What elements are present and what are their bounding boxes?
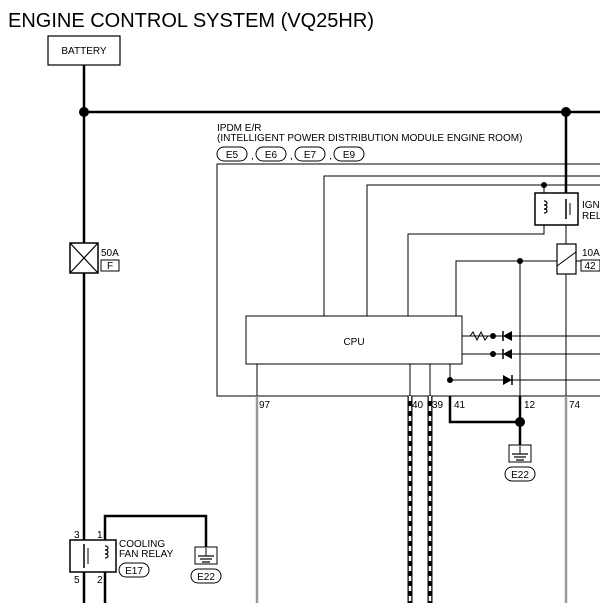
battery-label: BATTERY bbox=[61, 46, 107, 57]
pin-number: 74 bbox=[569, 400, 581, 411]
ipdm-connector: E7 bbox=[304, 150, 317, 161]
resistor-symbol bbox=[469, 330, 489, 342]
fuse-10a-rating: 10A bbox=[582, 248, 600, 259]
ign-relay-label: REL bbox=[582, 211, 600, 222]
relay-pin: 5 bbox=[74, 575, 80, 586]
ground-icon bbox=[508, 444, 532, 463]
relay-label: FAN RELAY bbox=[119, 549, 174, 560]
diode-symbol bbox=[503, 375, 513, 385]
pin-number: 40 bbox=[412, 400, 424, 411]
pin-number: 39 bbox=[432, 400, 444, 411]
ign-relay bbox=[534, 192, 579, 226]
shielded-pair bbox=[407, 396, 433, 603]
pin-number: 41 bbox=[454, 400, 466, 411]
relay-pin: 1 bbox=[97, 530, 103, 541]
svg-text:,: , bbox=[251, 151, 254, 162]
fuse-50a bbox=[69, 242, 99, 274]
relay-coil-wire bbox=[103, 514, 208, 548]
diode-symbol bbox=[502, 331, 512, 341]
ipdm-subtitle: (INTELLIGENT POWER DISTRIBUTION MODULE E… bbox=[217, 133, 522, 144]
ipdm-connector: E6 bbox=[265, 150, 278, 161]
relay-pin: 2 bbox=[97, 575, 103, 586]
page-title: ENGINE CONTROL SYSTEM (VQ25HR) bbox=[8, 10, 374, 32]
gray-harness-wires bbox=[255, 396, 568, 603]
fuse-50a-rating: 50A bbox=[101, 248, 119, 259]
fuse-50a-code: F bbox=[107, 261, 113, 272]
ipdm-connector: E9 bbox=[343, 150, 356, 161]
cpu-block: CPU bbox=[245, 315, 463, 365]
ground-wire bbox=[448, 396, 520, 424]
battery-block: BATTERY bbox=[47, 35, 121, 66]
pin-number: 97 bbox=[259, 400, 271, 411]
cooling-fan-relay bbox=[69, 539, 117, 573]
ign-relay-label: IGN bbox=[582, 200, 600, 211]
fuse-10a-number: 42 bbox=[584, 261, 596, 272]
ipdm-title: IPDM E/R bbox=[217, 123, 261, 134]
pin-number: 12 bbox=[524, 400, 536, 411]
svg-text:,: , bbox=[329, 151, 332, 162]
ipdm-connector-list: E5 , E6 , E7 , E9 bbox=[216, 146, 365, 162]
ground-icon bbox=[194, 546, 218, 565]
cpu-label: CPU bbox=[343, 337, 364, 348]
svg-text:,: , bbox=[290, 151, 293, 162]
fuse-10a bbox=[556, 243, 577, 275]
relay-connector: E17 bbox=[125, 566, 143, 577]
ipdm-connector: E5 bbox=[226, 150, 239, 161]
relay-ground-connector: E22 bbox=[197, 572, 215, 583]
ipdm-ground-connector: E22 bbox=[511, 470, 529, 481]
relay-label: COOLING bbox=[119, 539, 165, 550]
ipdm-internal-wiring bbox=[256, 175, 600, 420]
diode-symbol bbox=[502, 349, 512, 359]
relay-pin: 3 bbox=[74, 530, 80, 541]
